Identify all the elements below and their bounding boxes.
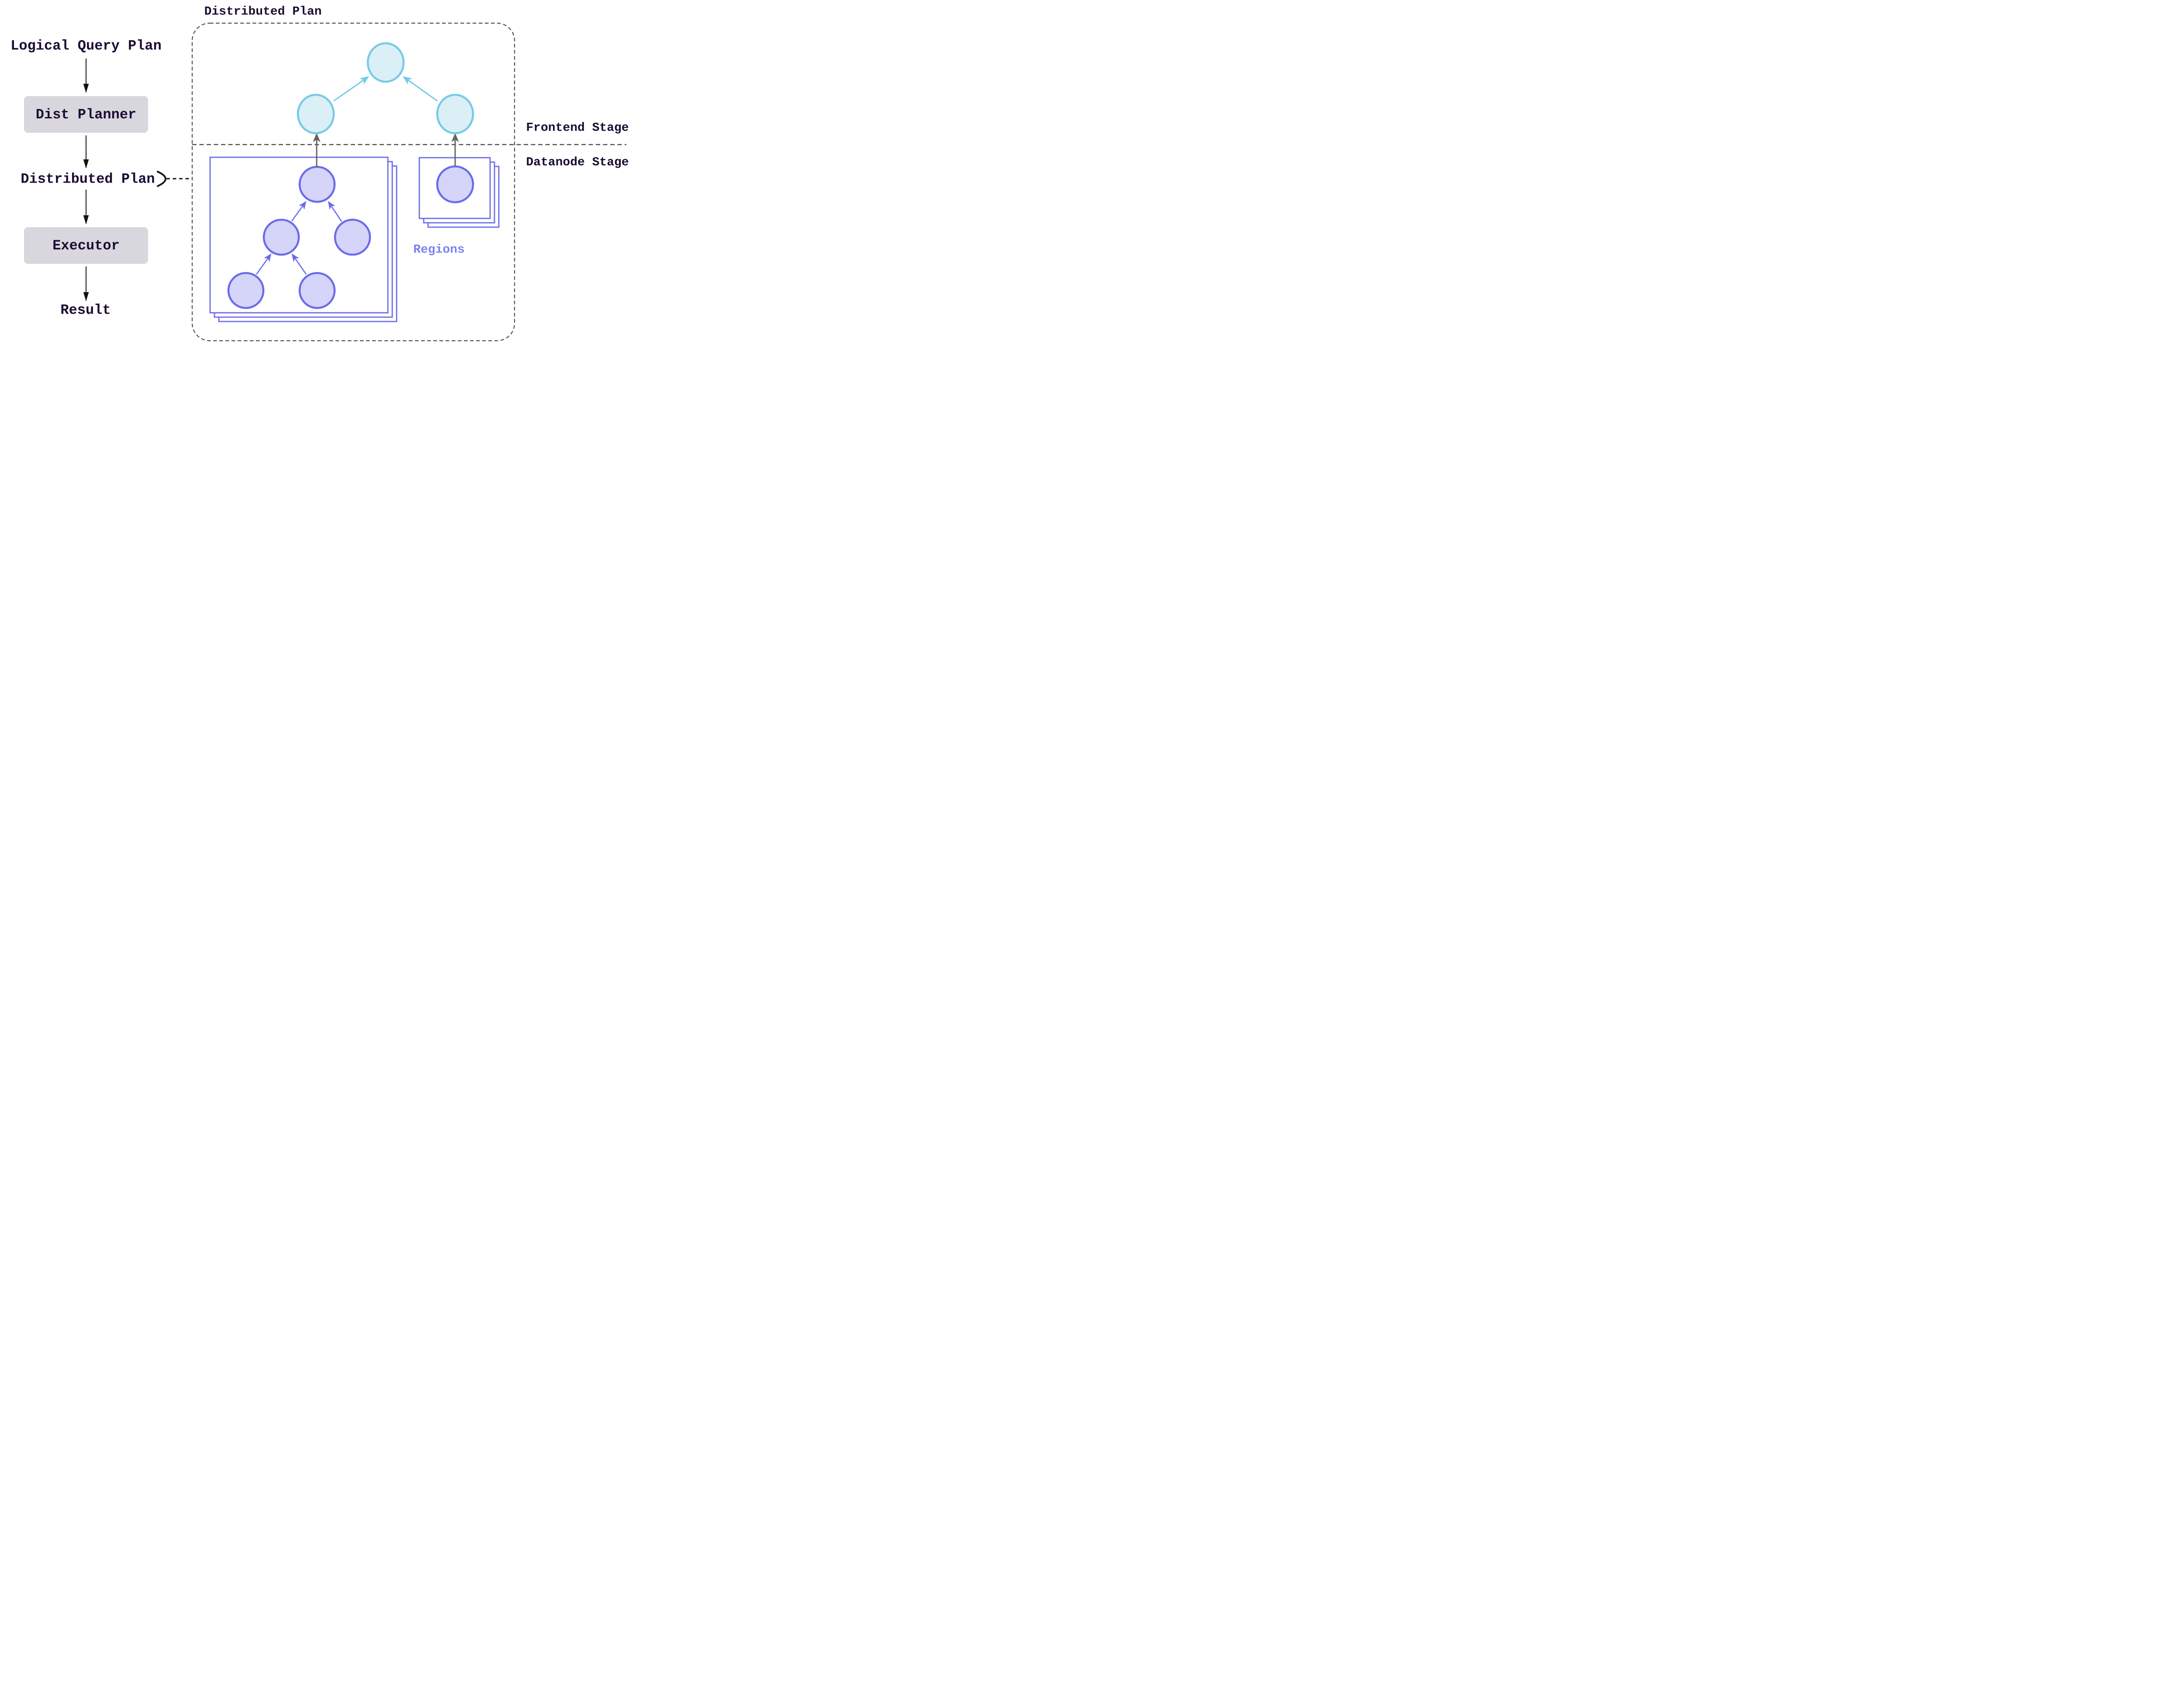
merge-arrow-right [402, 76, 438, 102]
frontend-right-node [436, 93, 474, 135]
datanode-stage-label: Datanode Stage [526, 156, 629, 169]
result-label: Result [60, 302, 111, 318]
frontend-root-node [366, 42, 405, 83]
plan-brace [157, 171, 166, 187]
logical-query-plan-label: Logical Query Plan [10, 38, 162, 54]
frontend-stage-label: Frontend Stage [526, 121, 629, 135]
distributed-plan-panel-border [191, 22, 515, 342]
dist-planner-label: Dist Planner [35, 106, 137, 123]
datanode-tree-mid-right-node [334, 218, 371, 256]
executor-label: Executor [52, 237, 120, 254]
executor-box: Executor [24, 227, 148, 264]
tree-arrow-midleft-to-root [291, 201, 307, 221]
datanode-tree-bottom-right-node [298, 272, 336, 309]
tree-arrow-bottomleft-to-midleft [256, 253, 272, 275]
tree-arrow-midright-to-root [328, 201, 342, 222]
diagram-canvas: Logical Query Plan Dist Planner Distribu… [0, 0, 638, 342]
distributed-plan-label: Distributed Plan [21, 171, 155, 187]
datanode-tree-bottom-left-node [227, 272, 265, 309]
distributed-plan-panel-title: Distributed Plan [204, 5, 322, 19]
merge-arrow-left [333, 76, 370, 102]
frontend-left-node [297, 93, 335, 135]
diagram-shapes [83, 22, 626, 342]
tree-arrow-bottomright-to-midleft [291, 253, 307, 275]
datanode-tree-mid-left-node [263, 218, 300, 256]
datanode-tree-root-node [298, 166, 336, 203]
region-single-node [436, 165, 474, 204]
dist-planner-box: Dist Planner [24, 96, 148, 133]
regions-label: Regions [413, 243, 465, 257]
